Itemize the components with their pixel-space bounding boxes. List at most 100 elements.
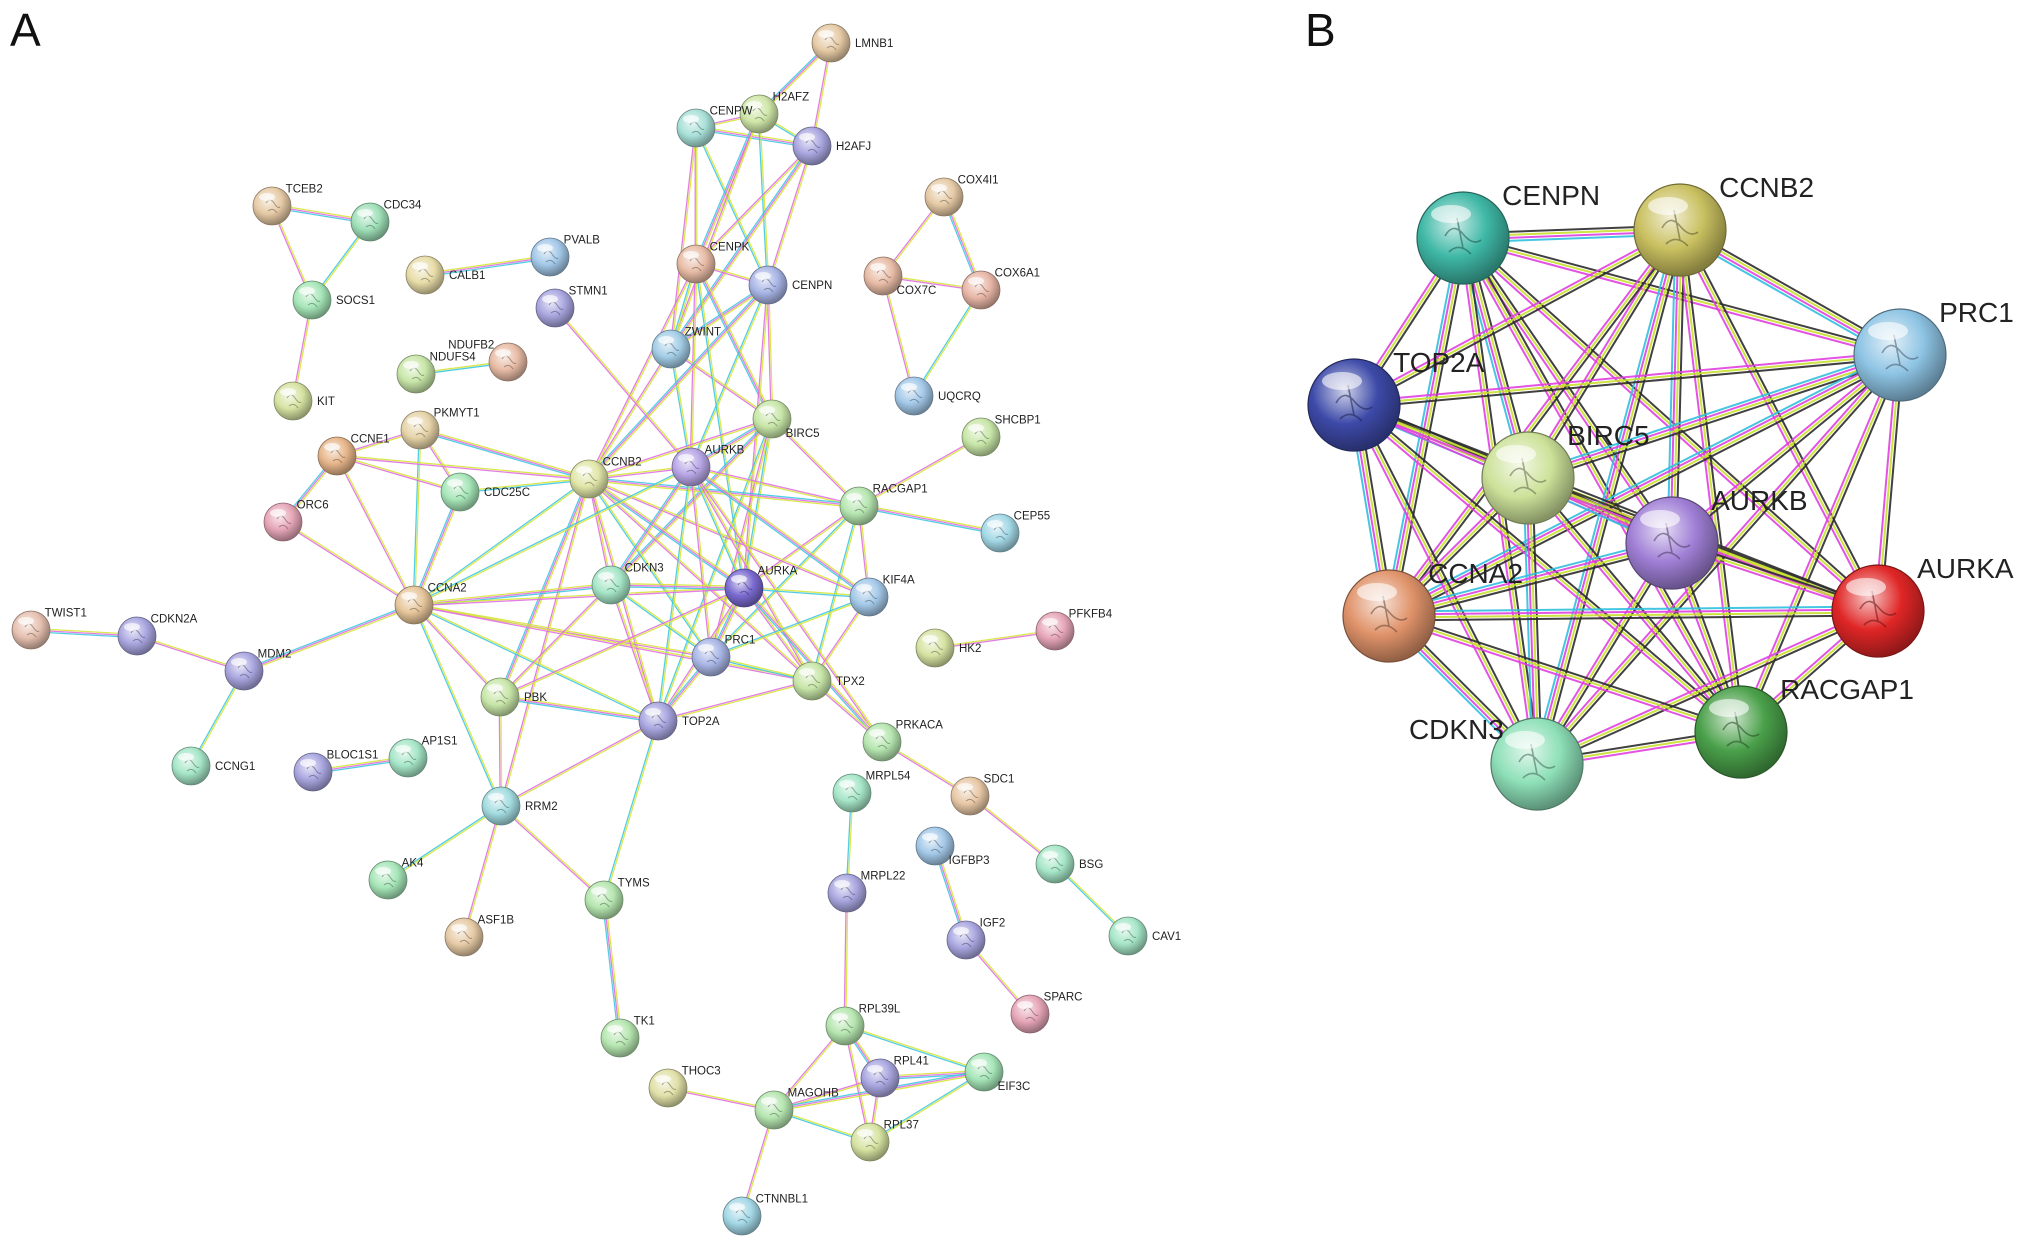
node-h2afj[interactable]: H2AFJ bbox=[792, 126, 871, 166]
node-ccne1[interactable]: CCNE1 bbox=[317, 433, 390, 476]
node-ccna2[interactable]: CCNA2 bbox=[394, 582, 467, 625]
node-igf2[interactable]: IGF2 bbox=[946, 917, 1005, 960]
node-stmn1[interactable]: STMN1 bbox=[535, 285, 608, 328]
node-uqcrq[interactable]: UQCRQ bbox=[894, 376, 981, 416]
node-cdc25c[interactable]: CDC25C bbox=[440, 472, 530, 512]
edge-strand bbox=[603, 899, 621, 1039]
node-prc1[interactable]: PRC1 bbox=[1853, 297, 2014, 402]
edge-strand bbox=[388, 806, 502, 882]
node-lmnb1[interactable]: LMNB1 bbox=[811, 23, 893, 63]
node-bloc1s1[interactable]: BLOC1S1 bbox=[293, 749, 378, 792]
node-cox7c[interactable]: COX7C bbox=[863, 256, 936, 297]
sphere-highlight bbox=[598, 572, 614, 580]
node-socs1[interactable]: SOCS1 bbox=[292, 280, 375, 320]
node-asf1b[interactable]: ASF1B bbox=[444, 914, 514, 957]
edge-strand bbox=[555, 307, 693, 467]
node-tk1[interactable]: TK1 bbox=[600, 1015, 655, 1058]
node-ccna2[interactable]: CCNA2 bbox=[1342, 558, 1523, 663]
edge-CCNB2-AURKA bbox=[1676, 228, 1882, 613]
node-ccnb2[interactable]: CCNB2 bbox=[569, 456, 642, 499]
node-birc5[interactable]: BIRC5 bbox=[1481, 420, 1650, 525]
node-eif3c[interactable]: EIF3C bbox=[964, 1052, 1030, 1093]
node-pbk[interactable]: PBK bbox=[480, 677, 547, 717]
edge-strand bbox=[691, 465, 871, 597]
node-shcbp1[interactable]: SHCBP1 bbox=[961, 414, 1041, 457]
sphere-highlight bbox=[270, 509, 286, 517]
node-ccng1[interactable]: CCNG1 bbox=[171, 746, 255, 786]
edge-strand bbox=[711, 506, 861, 659]
node-kit[interactable]: KIT bbox=[273, 381, 335, 421]
node-cdc34[interactable]: CDC34 bbox=[350, 199, 422, 242]
node-rpl37[interactable]: RPL37 bbox=[850, 1119, 919, 1162]
node-kif4a[interactable]: KIF4A bbox=[849, 574, 915, 617]
node-bsg[interactable]: BSG bbox=[1035, 844, 1103, 884]
sphere-highlight bbox=[407, 417, 423, 425]
node-twist1[interactable]: TWIST1 bbox=[11, 607, 87, 650]
node-aurkb[interactable]: AURKB bbox=[671, 444, 745, 487]
node-racgap1[interactable]: RACGAP1 bbox=[839, 483, 928, 526]
node-ccnb2[interactable]: CCNB2 bbox=[1633, 172, 1814, 277]
node-ndufs4[interactable]: NDUFS4 bbox=[396, 351, 476, 394]
node-tceb2[interactable]: TCEB2 bbox=[252, 183, 323, 226]
node-birc5[interactable]: BIRC5 bbox=[752, 399, 820, 440]
sphere-highlight bbox=[401, 592, 417, 600]
node-cep55[interactable]: CEP55 bbox=[980, 510, 1050, 553]
node-zwint[interactable]: ZWINT bbox=[651, 326, 721, 369]
node-sdc1[interactable]: SDC1 bbox=[950, 773, 1014, 816]
node-tpx2[interactable]: TPX2 bbox=[792, 661, 865, 701]
node-ndufb2[interactable]: NDUFB2 bbox=[448, 339, 528, 382]
node-cav1[interactable]: CAV1 bbox=[1108, 916, 1181, 956]
edge-strand bbox=[1353, 404, 1742, 733]
node-cenpn[interactable]: CENPN bbox=[748, 265, 832, 305]
edge-PRC1-CCNA2 bbox=[1386, 350, 1903, 621]
node-tyms[interactable]: TYMS bbox=[584, 877, 650, 920]
node-calb1[interactable]: CALB1 bbox=[405, 255, 485, 295]
node-cdkn3[interactable]: CDKN3 bbox=[1409, 714, 1584, 811]
edge-strand bbox=[587, 263, 696, 479]
node-mrpl54[interactable]: MRPL54 bbox=[832, 770, 911, 813]
node-ctnnbl1[interactable]: CTNNBL1 bbox=[722, 1193, 808, 1236]
edge-PKMYT1-CCNB2 bbox=[419, 427, 590, 482]
node-ak4[interactable]: AK4 bbox=[368, 857, 424, 900]
edge-strand bbox=[611, 419, 774, 587]
edge-CDKN3-PBK bbox=[498, 583, 613, 699]
node-orc6[interactable]: ORC6 bbox=[263, 499, 329, 542]
node-top2a[interactable]: TOP2A bbox=[638, 701, 720, 741]
edge-strand bbox=[459, 477, 589, 492]
node-igfbp3[interactable]: IGFBP3 bbox=[915, 826, 990, 867]
node-cox6a1[interactable]: COX6A1 bbox=[961, 267, 1040, 310]
node-aurkb[interactable]: AURKB bbox=[1625, 485, 1808, 590]
node-racgap1[interactable]: RACGAP1 bbox=[1694, 674, 1914, 779]
node-cenpw[interactable]: CENPW bbox=[676, 105, 753, 148]
node-h2afz[interactable]: H2AFZ bbox=[739, 91, 809, 134]
node-pfkfb4[interactable]: PFKFB4 bbox=[1035, 608, 1113, 651]
node-ap1s1[interactable]: AP1S1 bbox=[388, 735, 457, 778]
node-pvalb[interactable]: PVALB bbox=[530, 234, 600, 277]
node-prkaca[interactable]: PRKACA bbox=[862, 719, 943, 762]
node-rpl39l[interactable]: RPL39L bbox=[825, 1003, 901, 1046]
edge-strand bbox=[387, 804, 501, 880]
node-sparc[interactable]: SPARC bbox=[1010, 991, 1082, 1034]
node-mdm2[interactable]: MDM2 bbox=[224, 648, 292, 691]
node-cdkn3[interactable]: CDKN3 bbox=[591, 562, 664, 605]
node-rrm2[interactable]: RRM2 bbox=[481, 786, 558, 826]
node-hk2[interactable]: HK2 bbox=[915, 628, 981, 668]
node-rpl41[interactable]: RPL41 bbox=[860, 1055, 929, 1098]
edge-strand bbox=[696, 263, 746, 588]
sphere-highlight bbox=[259, 193, 275, 201]
edge-strand bbox=[914, 290, 983, 397]
node-prc1[interactable]: PRC1 bbox=[691, 634, 755, 677]
node-cenpn[interactable]: CENPN bbox=[1416, 180, 1600, 285]
node-thoc3[interactable]: THOC3 bbox=[648, 1065, 721, 1108]
node-aurka[interactable]: AURKA bbox=[724, 565, 798, 608]
node-aurka[interactable]: AURKA bbox=[1831, 553, 2014, 658]
node-pkmyt1[interactable]: PKMYT1 bbox=[400, 407, 480, 450]
node-cenpk[interactable]: CENPK bbox=[676, 241, 750, 284]
node-magohb[interactable]: MAGOHB bbox=[754, 1087, 839, 1130]
node-cox4i1[interactable]: COX4I1 bbox=[924, 174, 999, 217]
node-label: KIF4A bbox=[883, 574, 915, 586]
edge-strand bbox=[414, 585, 612, 608]
node-mrpl22[interactable]: MRPL22 bbox=[827, 870, 905, 913]
node-cdkn2a[interactable]: CDKN2A bbox=[117, 613, 198, 656]
node-top2a[interactable]: TOP2A bbox=[1307, 347, 1485, 452]
